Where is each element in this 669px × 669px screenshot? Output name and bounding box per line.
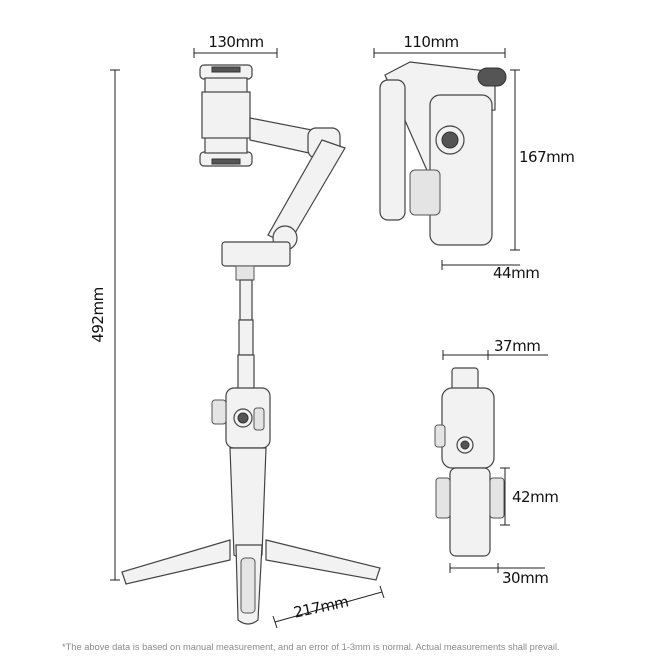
dim-217mm: 217mm	[272, 585, 385, 629]
label-130mm: 130mm	[208, 33, 263, 51]
label-30mm: 30mm	[502, 569, 548, 587]
label-44mm: 44mm	[493, 264, 539, 282]
label-110mm: 110mm	[403, 33, 458, 51]
label-42mm: 42mm	[512, 488, 558, 506]
dim-110mm: 110mm	[373, 33, 506, 58]
gimbal-unfolded-illustration	[121, 64, 381, 625]
label-492mm: 492mm	[89, 287, 107, 342]
dim-44mm: 44mm	[441, 260, 540, 282]
gimbal-folded-front-illustration	[434, 367, 505, 557]
label-167mm: 167mm	[519, 148, 574, 166]
label-37mm: 37mm	[494, 337, 540, 355]
dim-492mm: 492mm	[89, 69, 120, 581]
dim-30mm: 30mm	[449, 563, 549, 587]
label-217mm: 217mm	[292, 593, 350, 622]
dim-37mm: 37mm	[442, 337, 548, 360]
dim-167mm: 167mm	[510, 69, 575, 251]
dim-42mm: 42mm	[500, 467, 559, 526]
measurement-footnote: *The above data is based on manual measu…	[62, 642, 560, 652]
dim-130mm: 130mm	[193, 33, 278, 58]
gimbal-folded-side-illustration	[379, 61, 507, 246]
